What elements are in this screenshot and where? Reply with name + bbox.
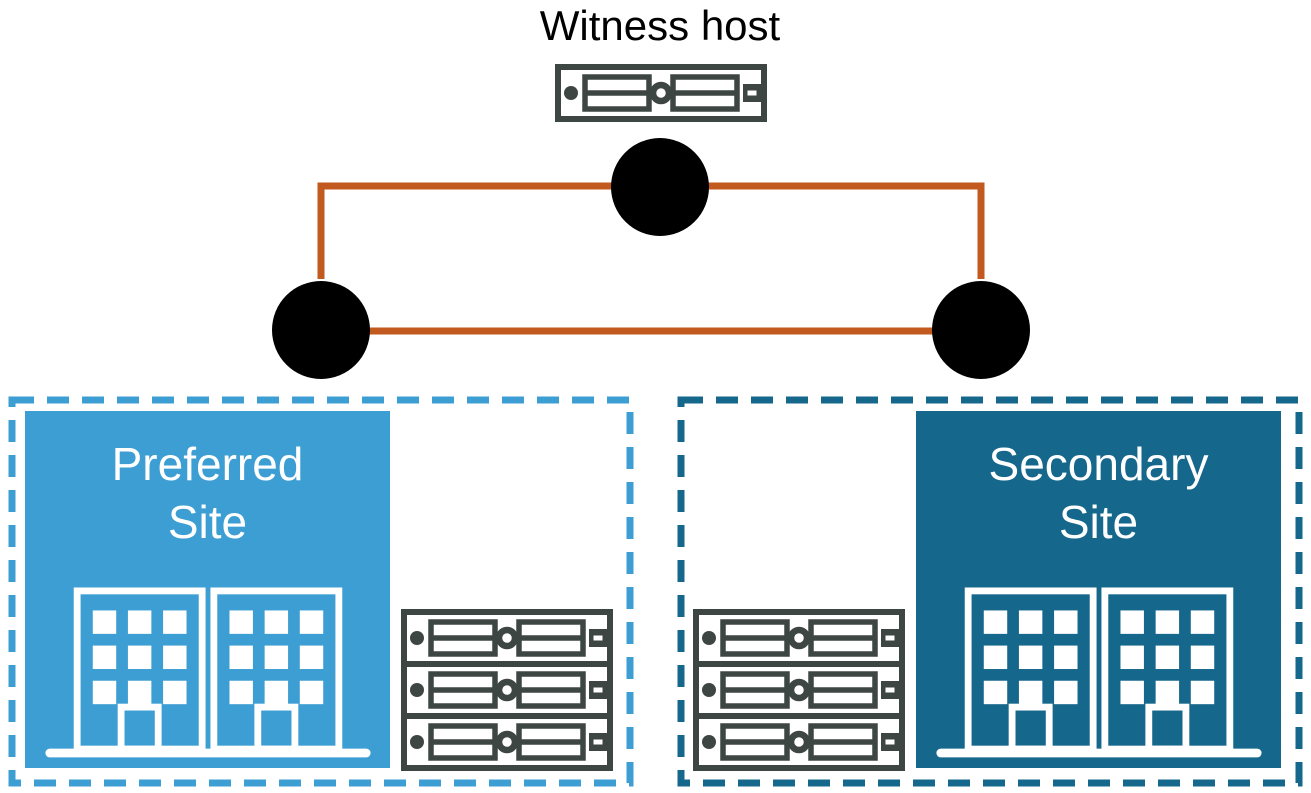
rack-server-icon [692,661,906,719]
rack-server-icon [400,713,614,771]
rack-server-icon [692,609,906,667]
preferred-site-boundary [8,396,634,787]
secondary-site-block: Secondary Site [916,411,1281,768]
secondary-router-icon [932,281,1030,379]
witness-router-icon [611,138,709,236]
preferred-site-block: Preferred Site [25,411,390,768]
secondary-site-label: Secondary Site [988,438,1209,548]
preferred-site-label: Preferred Site [111,438,304,548]
witness-server-icon [554,64,768,122]
witness-host-label: Witness host [539,2,781,49]
rack-server-icon [400,661,614,719]
secondary-server-stack [692,609,906,771]
twin-building-icon [42,577,374,763]
preferred-router-icon [272,281,370,379]
twin-building-icon [933,577,1265,763]
secondary-site-boundary [677,396,1303,787]
rack-server-icon [692,713,906,771]
rack-server-icon [400,609,614,667]
preferred-server-stack [400,609,614,771]
